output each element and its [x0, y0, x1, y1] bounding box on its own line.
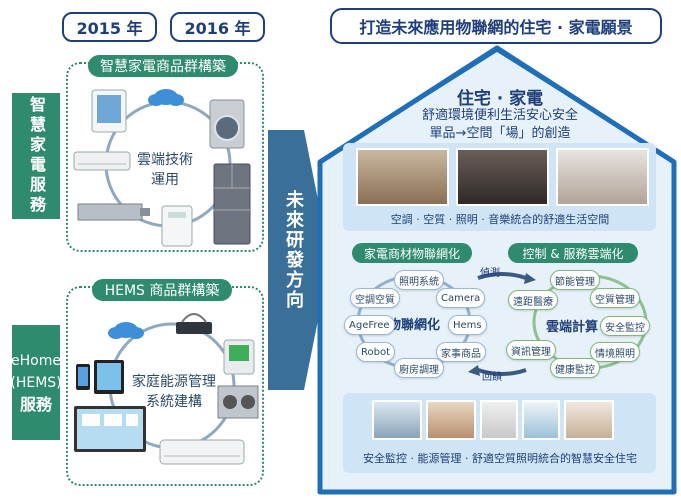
node-camera: Camera: [436, 288, 486, 308]
future-direction-text: 未來研發方向: [283, 190, 304, 310]
duct-ac-icon: [77, 203, 150, 221]
refrigerator-icon: [213, 163, 251, 245]
router-icon: [176, 313, 212, 334]
top-caption: 空調 · 空質 · 照明 · 音樂統合的舒適生活空間: [390, 213, 610, 226]
house-subtitle-1: 舒適環境便利生活安心安全: [421, 108, 578, 123]
cloud-header: 控制 & 服務雲端化: [508, 243, 638, 263]
feedback-link-arrow: [477, 368, 527, 376]
smartphone-icon: [76, 364, 90, 390]
tv-icon: [74, 406, 146, 452]
cloud-icon: [108, 322, 144, 339]
tablet-icon: [94, 360, 124, 394]
smart-device-icon: [91, 89, 127, 133]
smart-home-illustration: [73, 89, 251, 247]
hems-center-line2: 系統建構: [146, 394, 202, 410]
feedback-label: 回饋: [482, 372, 502, 383]
kitchen-photo: [556, 148, 649, 206]
washing-machine-icon: [209, 99, 245, 149]
dining-photo: [564, 400, 614, 440]
node-lighting: 照明系統: [394, 270, 444, 290]
node-robot: Robot: [356, 342, 396, 362]
hems-sidebar-line2: (HEMS): [10, 374, 62, 391]
node-hems: Hems: [448, 315, 487, 335]
hems-sidebar-line3: 服務: [19, 394, 52, 414]
node-security: 安全監控: [600, 316, 650, 336]
year-2015-box: 2015 年: [62, 12, 157, 42]
hems-sidebar-line1: eHome: [11, 352, 61, 369]
node-telemedicine: 遠距醫療: [508, 290, 558, 310]
future-direction-arrow: [268, 130, 330, 390]
year-2016-box: 2016 年: [170, 12, 265, 42]
bottom-caption: 安全監控 · 能源管理 · 舒適空質照明統合的智慧安全住宅: [363, 452, 637, 465]
hems-center-line1: 家庭能源管理: [132, 374, 216, 390]
node-air-quality: 空質管理: [590, 288, 640, 308]
house-section-photo: [480, 400, 518, 440]
node-health: 健康監控: [550, 358, 600, 378]
house-title: 住宅 · 家電: [456, 89, 544, 109]
vision-title: 打造未來應用物聯網的住宅 · 家電願景: [330, 8, 662, 44]
detect-label: 偵測: [480, 268, 500, 279]
node-info-mgmt: 資訊管理: [506, 340, 556, 360]
node-kitchen: 廚房調理: [394, 358, 444, 378]
iot-header: 家電商材物聯網化: [352, 243, 472, 263]
node-energy-mgmt: 節能管理: [550, 270, 600, 290]
energy-monitor-icon: [223, 339, 255, 375]
bedroom-photo: [372, 400, 422, 440]
dehumidifier-icon: [161, 205, 193, 247]
smart-home-center-line1: 雲端技術: [137, 152, 193, 168]
living-room-photo: [356, 148, 449, 206]
node-ac-air: 空調空質: [350, 288, 400, 308]
air-conditioner-icon: [159, 439, 245, 465]
smart-home-sidebar: 智慧家電服務: [12, 93, 60, 219]
node-housework: 家事商品: [436, 342, 486, 362]
smart-home-center-line2: 運用: [151, 172, 179, 188]
node-agefree: AgeFree: [344, 315, 395, 335]
hems-illustration: [74, 313, 259, 465]
iot-center-label: 物聯網化: [388, 318, 441, 333]
tv-room-photo: [456, 148, 549, 206]
hems-sidebar: eHome (HEMS) 服務: [10, 325, 62, 440]
house-subtitle-2: 單品→空間「場」的創造: [429, 126, 571, 141]
ventilation-unit-icon: [217, 385, 259, 419]
smart-home-header: 智慧家電商品群構築: [88, 55, 238, 77]
smart-home-diagram-photo: [522, 400, 560, 440]
detect-link-arrow: [477, 272, 527, 280]
hems-header: HEMS 商品群構築: [92, 279, 232, 301]
study-photo: [426, 400, 476, 440]
air-conditioner-icon: [73, 151, 131, 171]
smart-home-center-text: 雲端技術 運用: [130, 150, 200, 190]
hems-center-text: 家庭能源管理 系統建構: [124, 372, 224, 412]
cloud-icon: [148, 89, 184, 106]
cloud-center-label: 雲端計算: [546, 320, 599, 335]
node-scene-lighting: 情境照明: [590, 342, 640, 362]
